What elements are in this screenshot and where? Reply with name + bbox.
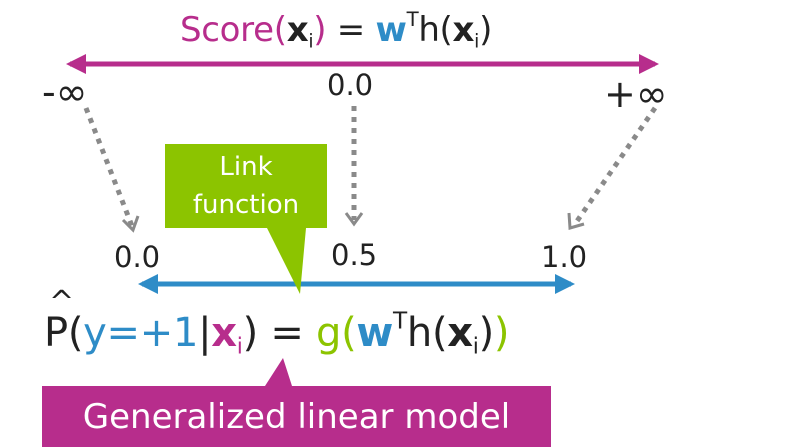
p-hat: P	[44, 285, 74, 356]
score-w-var: w	[375, 10, 407, 50]
mapping-arrow-zero	[344, 106, 364, 227]
neg-infinity-label: -∞	[42, 70, 88, 114]
link-function-callout	[165, 144, 327, 294]
prob-half-label: 0.5	[331, 238, 378, 272]
y-equals-plus-one: y=+1	[83, 310, 199, 356]
score-equation: Score(xi) = wTh(xi)	[180, 8, 493, 53]
score-x-var: x	[286, 10, 309, 50]
glm-banner-label: Generalized linear model	[82, 397, 511, 437]
score-word: Score	[180, 10, 274, 50]
mapping-arrow-pos-inf	[567, 106, 658, 230]
prob-zero-label: 0.0	[114, 240, 161, 274]
mapping-arrow-neg-inf	[83, 107, 140, 233]
glm-banner-box	[42, 358, 551, 447]
prob-one-label: 1.0	[541, 240, 588, 274]
link-g: g	[315, 310, 342, 356]
prob-w-var: w	[356, 310, 394, 356]
prob-x-var: x	[211, 310, 237, 356]
score-zero-label: 0.0	[327, 68, 374, 102]
probability-equation: P(y=+1|xi) = g(wTh(xi))	[44, 285, 510, 358]
link-function-label: Link function	[192, 152, 300, 220]
pos-infinity-label: +∞	[604, 72, 668, 116]
